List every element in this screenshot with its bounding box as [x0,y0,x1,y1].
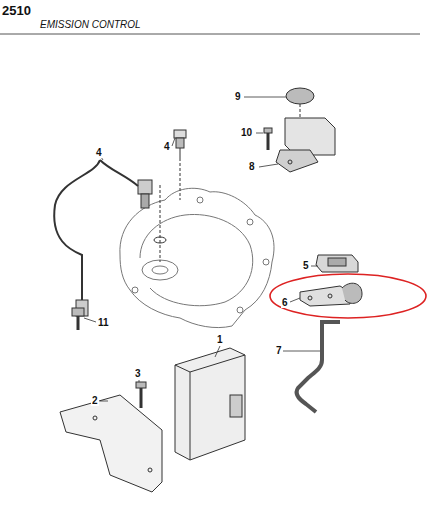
callout-number: 5 [302,261,310,271]
sensor-module [316,255,358,272]
bolt [136,382,146,408]
callout-number: 4 [95,148,103,158]
header-rule [0,34,420,35]
leader-line [160,185,161,262]
bracket [300,283,362,306]
highlight-ellipse [270,274,426,318]
pipe [297,322,340,412]
callout-number: 9 [234,92,242,102]
transmission-housing [120,188,274,327]
callout-number: 3 [134,369,142,379]
callout-number: 6 [281,298,289,308]
vacuum-module [264,88,335,172]
callout-number: 2 [91,396,99,406]
callout-number: 10 [240,128,253,138]
temperature-sensor [72,308,84,330]
section-number: 2510 [2,4,31,17]
control-unit [175,348,245,460]
leader-lines [84,97,320,401]
sensor [174,130,186,200]
callout-number: 1 [216,335,224,345]
callout-number: 8 [248,162,256,172]
callout-number: 4 [163,142,171,152]
callout-number: 7 [275,346,283,356]
callout-number: 11 [97,318,110,328]
section-heading: EMISSION CONTROL [40,20,141,30]
mounting-plate [60,395,162,492]
oxygen-sensor [54,160,166,316]
